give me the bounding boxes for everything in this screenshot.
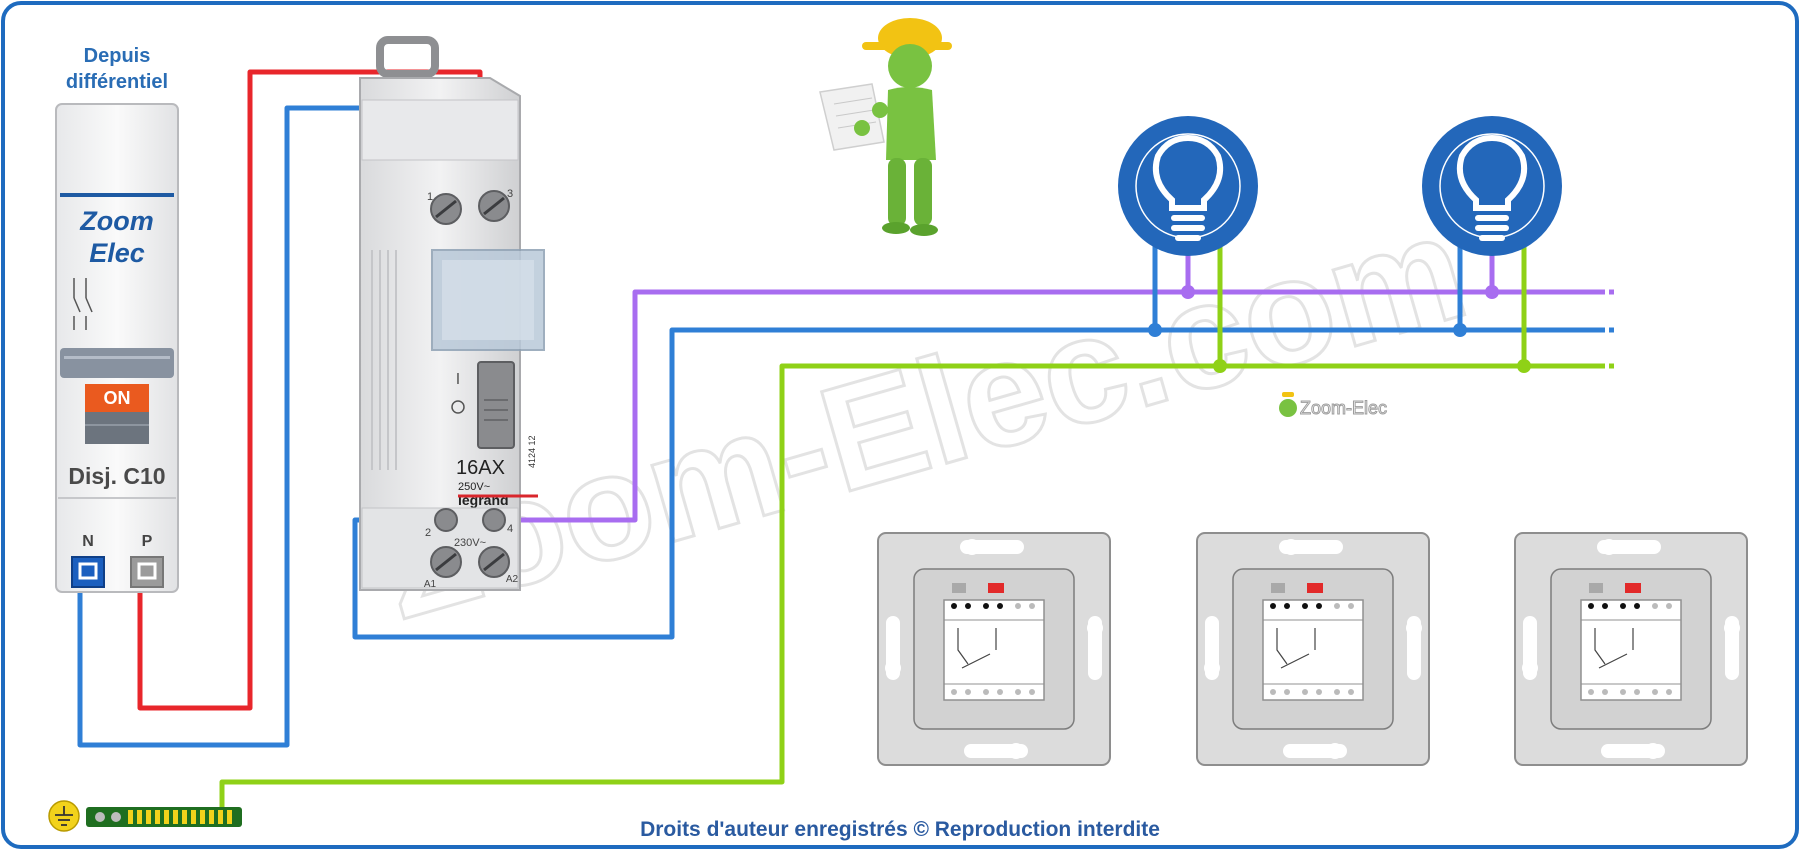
breaker-brand-line2: Elec <box>89 238 145 268</box>
light-bulb-icon <box>1152 134 1224 241</box>
circuit-breaker: Depuis différentiel Zoom Elec ON Disj. C… <box>55 45 179 593</box>
terminal-1-label: 1 <box>427 191 433 203</box>
marking-o-icon <box>451 400 465 414</box>
remote-switch-relay: 1 3 I 16AX 250V~ legrand 4124 12 2 4 <box>359 36 545 591</box>
screw-icon <box>430 190 510 225</box>
terminal-n <box>71 556 105 588</box>
on-label: ON <box>104 388 131 408</box>
source-label-line1: Depuis <box>84 45 151 67</box>
breaker-name: Disj. C10 <box>68 463 165 489</box>
earth-wire <box>219 363 1600 810</box>
terminal-2-label: 2 <box>425 527 431 539</box>
manual-toggle <box>477 361 515 449</box>
earth-symbol-icon <box>55 806 73 826</box>
voltage-label: 250V~ <box>458 481 490 493</box>
lamp-1 <box>1118 116 1258 256</box>
marking-i: I <box>456 371 460 388</box>
push-button-1 <box>877 532 1111 766</box>
breaker-brand-line1: Zoom <box>79 206 154 236</box>
small-watermark: Zoom-Elec <box>1279 392 1388 419</box>
terminal-a2-label: A2 <box>506 574 519 585</box>
on-indicator <box>85 384 149 412</box>
small-watermark-text: Zoom-Elec <box>1300 398 1387 418</box>
terminal-3-label: 3 <box>507 188 513 200</box>
push-button-2 <box>1196 532 1430 766</box>
rating-label: 16AX <box>456 457 505 479</box>
light-bulb-icon <box>1456 134 1528 241</box>
wires <box>77 69 1615 810</box>
lamp-2 <box>1422 116 1562 256</box>
terminal-n-label: N <box>82 533 94 550</box>
screw-icon <box>430 508 510 578</box>
terminal-4-label: 4 <box>507 523 513 535</box>
return-wire <box>505 289 1600 523</box>
source-label-line2: différentiel <box>66 71 168 93</box>
reference-label: 4124 12 <box>527 435 537 468</box>
copyright-footer: Droits d'auteur enregistrés © Reproducti… <box>640 818 1160 841</box>
push-button-3 <box>1514 532 1748 766</box>
terminal-p <box>130 556 164 588</box>
earth-terminal-bar <box>48 800 242 832</box>
terminal-a1-label: A1 <box>424 579 437 590</box>
brand-label: legrand <box>458 492 509 508</box>
terminal-p-label: P <box>142 533 153 550</box>
din-clip <box>376 36 439 78</box>
breaker-symbol-icon <box>73 278 93 330</box>
worker-mascot-icon <box>819 18 952 236</box>
breaker-lever-slot <box>60 348 174 378</box>
coil-voltage-label: 230V~ <box>454 537 486 549</box>
